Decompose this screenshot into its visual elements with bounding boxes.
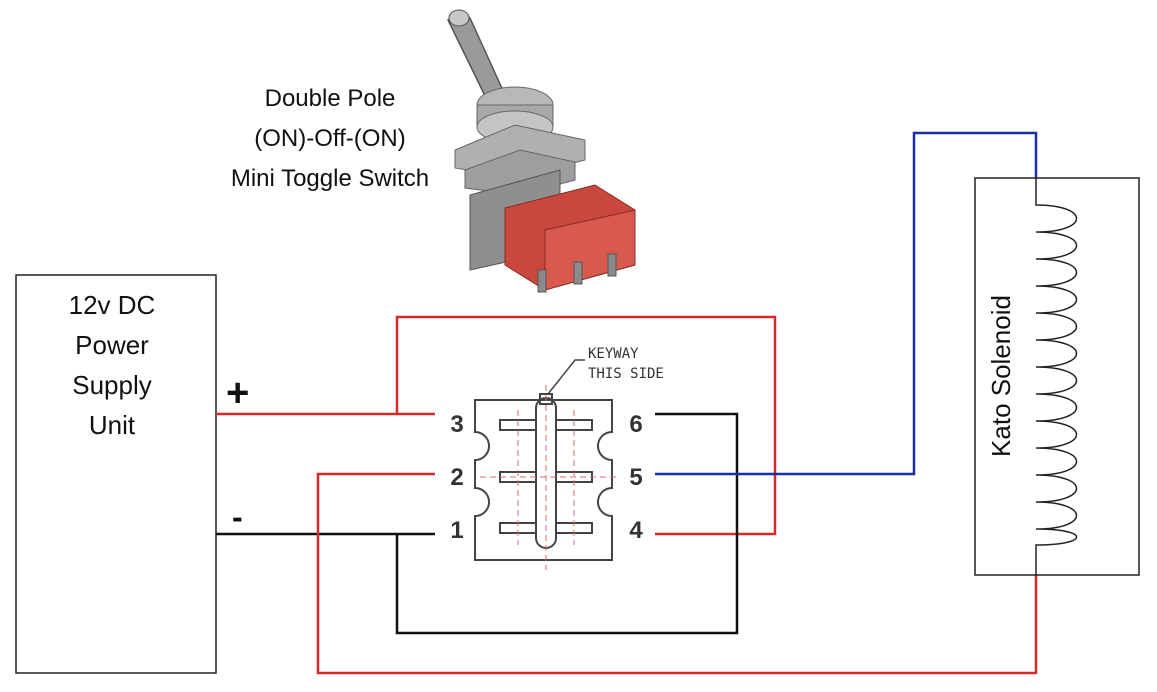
plus-terminal-label: +	[226, 371, 249, 415]
wire-blue-pin5-solenoid	[655, 131, 1038, 476]
center-lines	[480, 385, 620, 570]
solenoid-label: Kato Solenoid	[986, 295, 1016, 457]
wire-red-pin2-solenoid	[316, 472, 1038, 675]
toggle-switch-illustration	[447, 9, 636, 293]
pin-4-label: 4	[629, 517, 643, 544]
wire-jumper-3-4	[395, 315, 777, 536]
keyway-label-line2: THIS SIDE	[588, 366, 664, 382]
psu-label-line4: Unit	[89, 410, 136, 440]
pin-3-label: 3	[450, 411, 463, 438]
psu-label-line2: Power	[75, 330, 149, 360]
pin-5-label: 5	[629, 464, 642, 491]
pin-1-label: 1	[450, 517, 463, 544]
solenoid-coil	[1035, 178, 1078, 575]
switch-title-line3: Mini Toggle Switch	[231, 165, 429, 192]
power-supply-box	[15, 274, 217, 674]
psu-label-line1: 12v DC	[69, 290, 156, 320]
pin-2-label: 2	[450, 464, 463, 491]
psu-label-line3: Supply	[72, 370, 152, 400]
wire-jumper-1-6	[395, 412, 739, 635]
minus-terminal-label: -	[232, 499, 243, 535]
switch-title-line1: Double Pole	[265, 85, 396, 112]
wires	[216, 131, 1038, 675]
pin-6-label: 6	[629, 411, 642, 438]
switch-pinout-diagram	[474, 359, 613, 561]
switch-title-line2: (ON)-Off-(ON)	[254, 125, 406, 152]
solenoid-box	[974, 177, 1140, 576]
keyway-label-line1: KEYWAY	[588, 346, 639, 362]
